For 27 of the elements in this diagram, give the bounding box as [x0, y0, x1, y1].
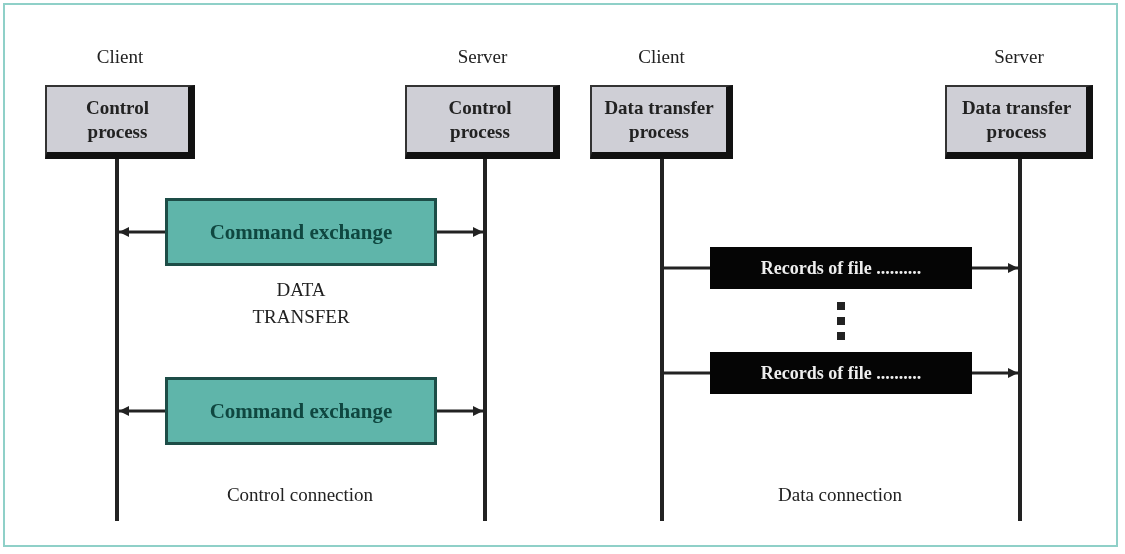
connection-caption: Data connection: [777, 484, 903, 506]
role-heading: Server: [993, 46, 1045, 68]
process-box: Control process: [405, 85, 560, 159]
lifeline: [1018, 159, 1022, 521]
process-box: Data transfer process: [590, 85, 733, 159]
role-heading: Client: [95, 46, 145, 68]
process-box: Control process: [45, 85, 195, 159]
role-heading: Server: [456, 46, 509, 68]
arrow: [119, 406, 165, 416]
arrow: [437, 227, 483, 237]
connector-line: [664, 371, 710, 375]
arrow: [972, 263, 1018, 273]
exchange-box: Command exchange: [165, 198, 437, 266]
lifeline: [483, 159, 487, 521]
arrow: [437, 406, 483, 416]
exchange-box: Command exchange: [165, 377, 437, 445]
label-text: DATA TRANSFER: [251, 278, 351, 329]
process-box: Data transfer process: [945, 85, 1093, 159]
arrow: [119, 227, 165, 237]
connection-caption: Control connection: [225, 484, 375, 506]
lifeline: [660, 159, 664, 521]
connector-line: [664, 266, 710, 270]
role-heading: Client: [637, 46, 686, 68]
record-box: Records of file ..........: [710, 352, 972, 394]
record-box: Records of file ..........: [710, 247, 972, 289]
arrow: [972, 368, 1018, 378]
lifeline: [115, 159, 119, 521]
